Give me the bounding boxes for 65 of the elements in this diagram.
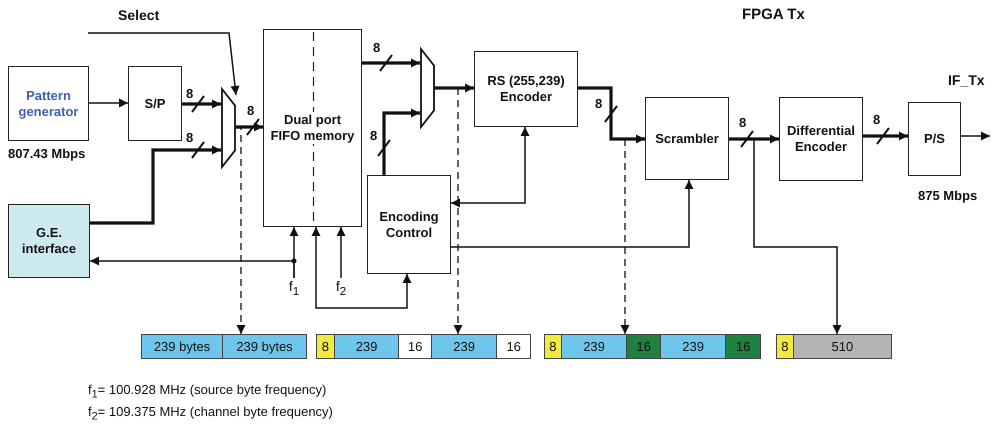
frame-field: 239	[334, 335, 400, 358]
frame-strip	[141, 334, 307, 359]
signal-arrow	[90, 256, 295, 279]
bus-width-label: 8	[739, 115, 746, 130]
signal-label: Select	[118, 7, 160, 23]
signal-arrow	[578, 86, 645, 144]
signal-arrow	[451, 127, 530, 208]
signal-label: IF_Tx	[948, 72, 985, 88]
signal-arrow	[451, 180, 694, 248]
signal-arrow	[753, 139, 842, 334]
signal-arrow	[90, 146, 221, 225]
bus-width-label: 8	[595, 96, 602, 111]
frame-field: 16	[627, 335, 661, 358]
rate-label: 807.43 Mbps	[8, 146, 86, 161]
frame-field: 8	[317, 335, 335, 358]
frame-field: 239	[660, 335, 726, 358]
block-box	[263, 29, 362, 227]
signal-arrow	[382, 108, 420, 175]
signal-arrow	[961, 132, 990, 140]
bus-width-label: 8	[247, 103, 254, 118]
frame-strip	[544, 334, 761, 359]
bus-width-label: 8	[373, 40, 380, 55]
signal-arrow	[362, 58, 420, 68]
frame-strip	[316, 334, 531, 359]
dashed-arrow	[236, 127, 246, 334]
frame-field: 239	[432, 335, 498, 358]
block-label: S/P	[144, 96, 166, 112]
dashed-arrow	[454, 88, 462, 334]
frame-field: 8	[777, 335, 794, 358]
block-box	[8, 204, 90, 278]
block-box	[128, 66, 182, 141]
signal-arrow	[729, 134, 779, 144]
signal-arrow	[236, 122, 263, 132]
multiplexer-symbol	[221, 88, 236, 168]
footnote: f$_{2}$= 109.375 MHz (channel byte frequency)	[88, 404, 333, 423]
block-box	[474, 51, 578, 127]
frame-strip	[776, 334, 892, 359]
signal-arrow	[863, 132, 908, 140]
block-box	[908, 102, 961, 176]
frame-field: 8	[545, 335, 562, 358]
signal-arrow	[88, 32, 240, 96]
bus-width-label: 8	[186, 130, 194, 145]
signal-arrow	[312, 227, 412, 309]
frame-field: 239 bytes	[142, 335, 224, 358]
frame-field: 510	[794, 335, 891, 358]
multiplexer-symbol	[420, 48, 435, 128]
bus-width-label: 8	[370, 128, 378, 143]
bus-width-label: 8	[186, 86, 194, 101]
diagram-title: FPGA Tx	[742, 6, 805, 23]
block-box	[8, 66, 89, 141]
signal-arrow	[182, 100, 221, 108]
signal-arrow	[435, 84, 474, 92]
bus-width-label: 8	[873, 112, 880, 127]
block-label: Scrambler	[654, 130, 720, 146]
signal-arrow	[336, 227, 346, 279]
frame-field: 16	[726, 335, 760, 358]
block-box	[645, 97, 729, 180]
footnote: f$_{1}$= 100.928 MHz (source byte frequency)	[88, 382, 326, 401]
frame-field: 239 bytes	[223, 335, 306, 358]
block-box	[367, 175, 451, 274]
frame-field: 239	[562, 335, 628, 358]
rate-label: 875 Mbps	[918, 188, 978, 203]
block-box	[779, 97, 863, 181]
dashed-arrow	[620, 139, 630, 334]
signal-arrow	[89, 98, 128, 108]
